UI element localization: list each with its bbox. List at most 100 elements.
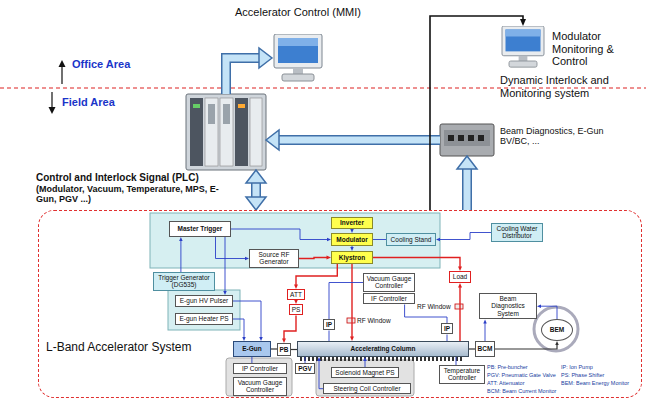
controller-panel xyxy=(226,358,292,396)
plc-module xyxy=(205,98,218,166)
connector-line xyxy=(233,301,261,338)
node-label: E-gun HV Pulser xyxy=(180,297,228,304)
plc-module xyxy=(220,98,233,166)
connector-line xyxy=(365,360,366,367)
node-label: Beam Diagnostics System xyxy=(482,295,534,317)
connector-line xyxy=(216,237,246,259)
pre-buncher: PB xyxy=(277,343,291,356)
arrow-head xyxy=(259,48,272,68)
node-label: Trigger Generator (DG535) xyxy=(156,274,212,289)
process-box: E-gun HV Pulser xyxy=(175,295,233,307)
connector-arrow xyxy=(246,170,266,210)
connector-arrow xyxy=(233,319,246,341)
connector-line xyxy=(373,258,460,268)
connector-arrow xyxy=(223,237,227,295)
direction-arrow xyxy=(51,92,52,108)
beam-monitor: BEM xyxy=(541,319,573,341)
computer-icon xyxy=(274,34,322,81)
arrow-head xyxy=(49,107,56,114)
connector-line xyxy=(284,316,296,340)
abbreviation-note: PS: Phase Shifter xyxy=(561,372,604,378)
node-label: IP Controller xyxy=(242,365,278,372)
ion-pump: IP xyxy=(323,319,335,330)
connector-arrow xyxy=(233,301,263,341)
arrow-head xyxy=(537,304,541,308)
connector-arrow xyxy=(495,341,559,349)
arrow-head xyxy=(458,283,462,288)
abbreviation-note: PGV: Pneumatic Gate Valve xyxy=(487,372,556,378)
connector-line xyxy=(430,16,523,210)
solenoid-coils xyxy=(300,357,464,361)
status-led xyxy=(238,104,245,108)
node-label: Beam Diagnostics, E-Gun BV/BC, ... xyxy=(500,126,620,147)
unit-port xyxy=(478,135,484,141)
arrow-head xyxy=(457,156,477,169)
node-label: Modulator Monitoring & Control xyxy=(552,30,642,68)
arrow-body xyxy=(276,137,440,144)
connector-arrow xyxy=(436,233,491,242)
node-label: Steering Coil Controller xyxy=(333,385,400,392)
node-label: E-gun Heater PS xyxy=(179,315,228,322)
interlock-unit xyxy=(440,124,494,156)
connector-line xyxy=(485,323,486,341)
plc-module xyxy=(235,98,248,166)
node-label: Load xyxy=(453,273,467,280)
current-monitor: BCM xyxy=(475,341,495,357)
process-box: Solenoid Magnet PS xyxy=(331,367,399,378)
arrow-head xyxy=(520,19,526,26)
rf-component: ATT xyxy=(287,289,305,300)
connector-arrow xyxy=(266,130,440,150)
node-label: IF Controller xyxy=(371,295,407,302)
connector-line xyxy=(373,239,386,240)
node-label: Inverter xyxy=(340,219,364,226)
connector-arrow xyxy=(430,16,526,210)
connector-arrow xyxy=(363,357,367,367)
process-box: Modulator xyxy=(331,233,373,246)
rf-window-symbol xyxy=(347,318,355,323)
connector-line xyxy=(299,258,327,259)
node-label: Vacuum Gauge Controller xyxy=(236,379,284,394)
node-label: Accelerating Column xyxy=(350,345,415,352)
area-label: Field Area xyxy=(62,96,115,109)
rf-window-symbol xyxy=(455,304,463,309)
node-label: L-Band Accelerator System xyxy=(46,341,221,355)
connector-arrow xyxy=(458,283,462,341)
status-led xyxy=(193,104,200,108)
abbreviation-note: ATT: Attenuator xyxy=(487,380,525,386)
node-label: PB xyxy=(279,346,288,353)
connector-arrow xyxy=(231,229,331,241)
node-label: Vacuum Gauge Controller xyxy=(366,275,412,290)
system-region: L-Band Accelerator System Inverter Master … xyxy=(38,210,642,398)
connector-line xyxy=(456,357,457,365)
plc-node: Control and Interlock Signal (PLC)(Modul… xyxy=(186,94,266,170)
connector-arrow xyxy=(373,239,386,240)
magnet-panel xyxy=(316,360,414,396)
direction-arrow xyxy=(61,66,62,84)
rf-power-panel xyxy=(150,213,440,268)
connector-arrow xyxy=(457,156,477,210)
arrow-outline xyxy=(276,135,440,145)
accelerating-column: Accelerating Column xyxy=(297,341,469,357)
unit-panel xyxy=(444,130,490,146)
process-box: IF Controller xyxy=(363,293,415,304)
node-label: Klystron xyxy=(339,254,365,261)
connector-line xyxy=(439,233,491,240)
terminal-block xyxy=(223,104,230,124)
process-box: Beam Diagnostics System xyxy=(479,293,537,319)
computer-node: Modulator Monitoring & Control xyxy=(500,26,546,68)
arrow-head xyxy=(555,341,559,345)
process-box: Master Trigger xyxy=(169,221,231,237)
abbreviation-note: BEM: Beam Energy Monitor xyxy=(561,380,629,386)
connector-arrow xyxy=(294,264,337,289)
plc-rack xyxy=(186,94,266,170)
part-label: RF Window xyxy=(417,303,451,310)
connector-arrow xyxy=(226,48,272,94)
connector-arrow xyxy=(483,319,487,341)
connector-line xyxy=(329,283,363,320)
process-box: E-gun Heater PS xyxy=(175,313,233,325)
connector-line xyxy=(540,306,557,319)
connector-line xyxy=(329,331,330,342)
node-label: ATT xyxy=(290,291,302,298)
process-box: IP Controller xyxy=(233,363,287,374)
ion-pump: IP xyxy=(441,323,453,334)
